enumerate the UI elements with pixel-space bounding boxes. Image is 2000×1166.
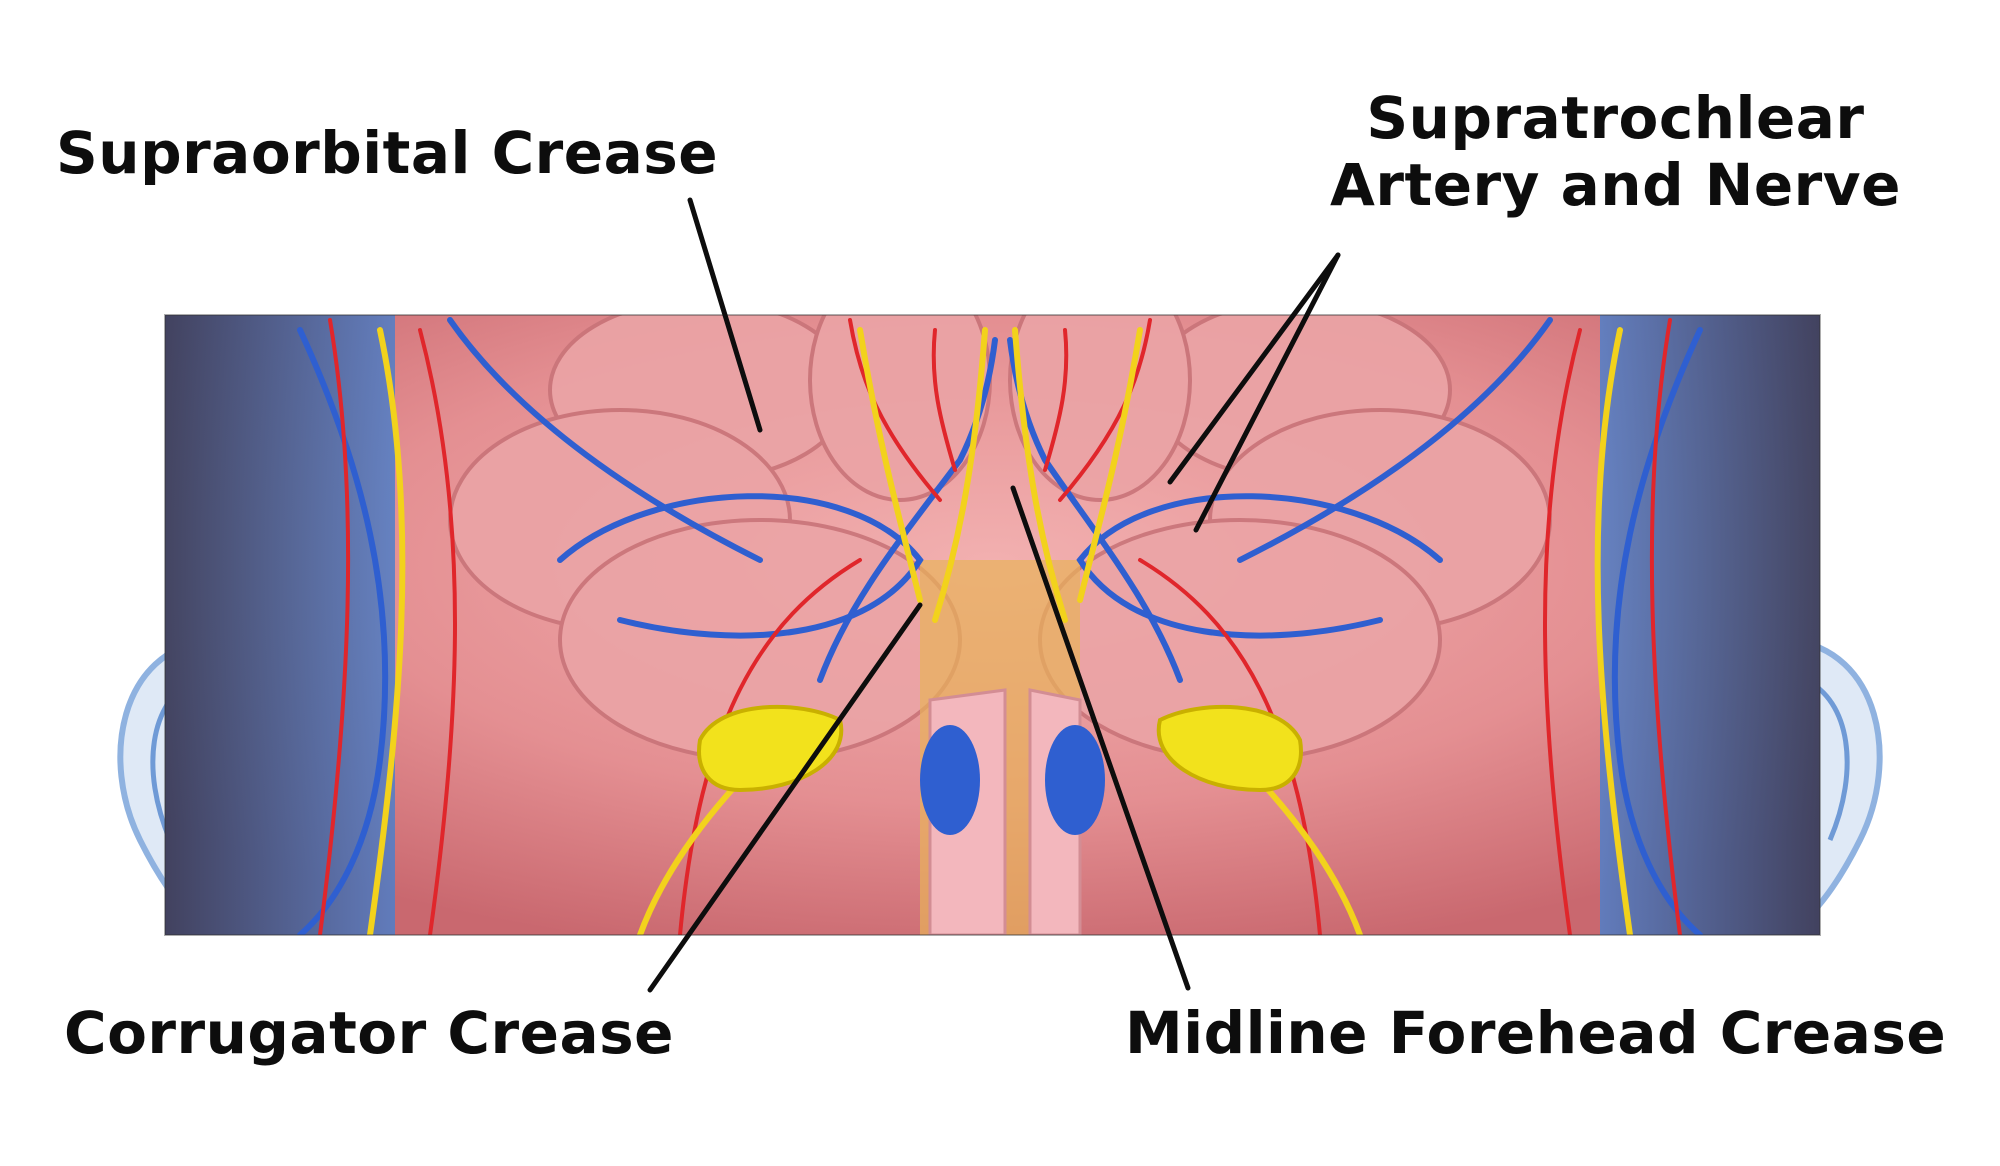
nerves [367, 327, 1633, 935]
anatomy-panel [165, 315, 1820, 935]
label-corrugator-crease: Corrugator Crease [64, 999, 674, 1067]
leader-line-supratrochlear-lower [1193, 252, 1341, 533]
left-eye-vessel [920, 725, 980, 835]
leader-lines [647, 197, 1341, 993]
leader-line-midline [1010, 485, 1191, 991]
leader-line-corrugator [647, 602, 923, 993]
leader-line-supratrochlear-upper [1167, 252, 1341, 485]
label-supratrochlear-line1: Supratrochlear [1366, 84, 1865, 152]
right-eye-vessel [1045, 725, 1105, 835]
label-supraorbital-crease: Supraorbital Crease [56, 119, 719, 187]
label-midline-forehead-crease: Midline Forehead Crease [1125, 999, 1947, 1067]
label-supratrochlear-line2: Artery and Nerve [1330, 150, 1901, 219]
leader-line-supraorbital [687, 197, 763, 433]
label-supratrochlear-artery-and-nerve: Supratrochlear Artery and Nerve [1330, 85, 1901, 218]
